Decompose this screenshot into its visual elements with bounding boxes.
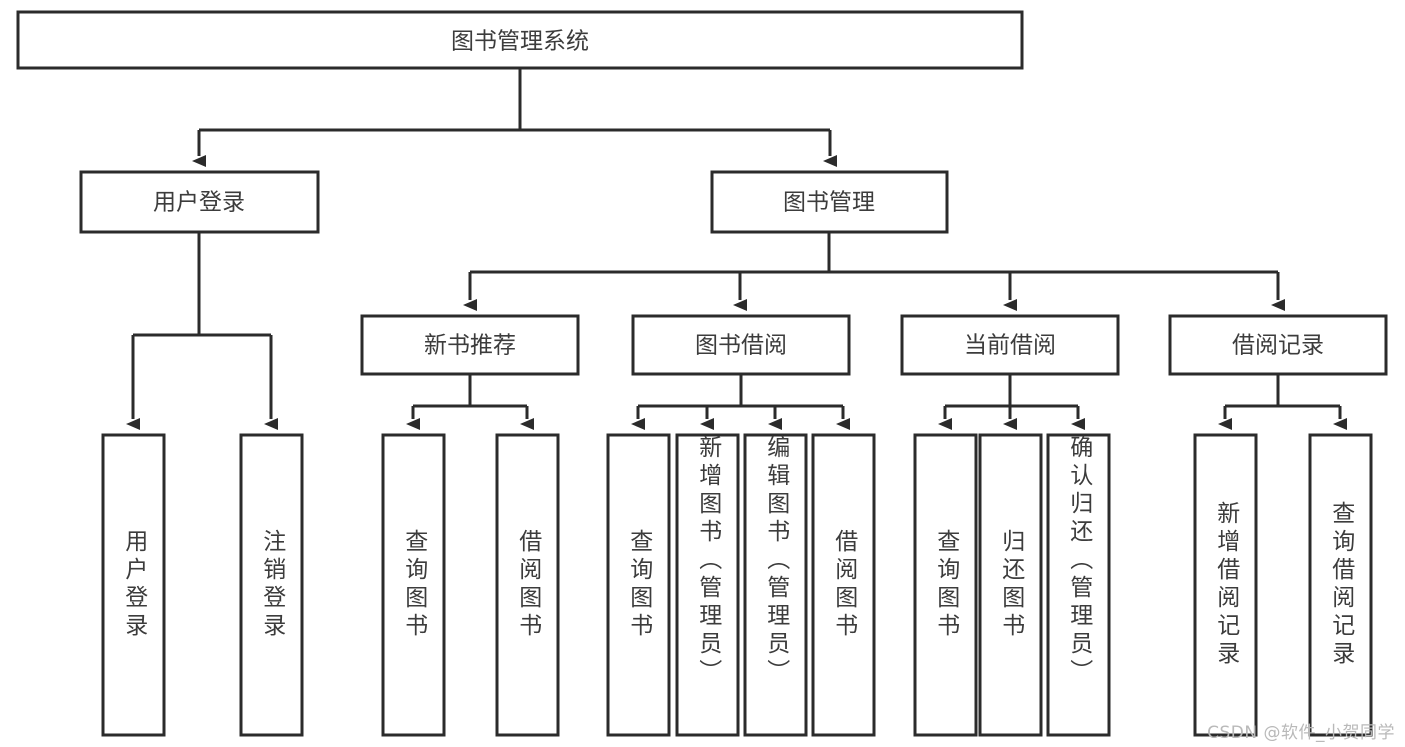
node-root[interactable]: 图书管理系统 [16,10,1024,70]
leaf-box-currentborrow-1[interactable] [978,433,1043,737]
leaf-box-currentborrow-0[interactable] [913,433,978,737]
node-new-book-recommend[interactable]: 新书推荐 [360,314,580,376]
leaf-box-currentborrow-2[interactable] [1046,433,1111,737]
level3-box-2[interactable] [900,314,1120,376]
connector-borrowrecord-to-leaves [1218,374,1347,430]
csdn-watermark: CSDN @软件_小贺同学 [1207,723,1395,743]
root-label: 图书管理系统 [451,29,589,55]
leaf-box-user-login-1[interactable] [239,433,304,737]
node-user-login[interactable]: 用户登录 [79,170,320,234]
level3-label-3: 借阅记录 [1232,333,1324,359]
level3-box-0[interactable] [360,314,580,376]
node-borrow-record[interactable]: 借阅记录 [1168,314,1388,376]
connector-currentborrow-to-leaves [938,374,1085,430]
leaf-box-bookborrow-1[interactable] [675,433,740,737]
connector-userlogin-to-leaves [126,232,278,430]
connector-bookborrow-to-leaves [631,374,850,430]
level3-label-1: 图书借阅 [695,333,787,359]
level3-label-2: 当前借阅 [964,333,1056,359]
level2-label-1: 图书管理 [783,190,875,216]
leaf-box-bookborrow-0[interactable] [606,433,671,737]
leaf-box-bookborrow-2[interactable] [743,433,808,737]
leaf-box-user-login-0[interactable] [101,433,166,737]
leaf-box-newbook-0[interactable] [381,433,446,737]
connector-bookmgmt-to-level3 [463,232,1285,311]
node-current-borrow[interactable]: 当前借阅 [900,314,1120,376]
leaf-box-newbook-1[interactable] [495,433,560,737]
leaf-box-borrowrecord-0[interactable] [1193,433,1258,737]
root-box[interactable] [16,10,1024,70]
level3-label-0: 新书推荐 [424,333,516,359]
connector-newbook-to-leaves [406,374,534,430]
level2-label-0: 用户登录 [153,190,245,216]
leaf-box-borrowrecord-1[interactable] [1308,433,1373,737]
level2-box-0[interactable] [79,170,320,234]
connector-root-to-level2 [192,68,837,167]
node-book-management[interactable]: 图书管理 [710,170,949,234]
leaf-box-bookborrow-3[interactable] [811,433,876,737]
node-book-borrow[interactable]: 图书借阅 [631,314,851,376]
